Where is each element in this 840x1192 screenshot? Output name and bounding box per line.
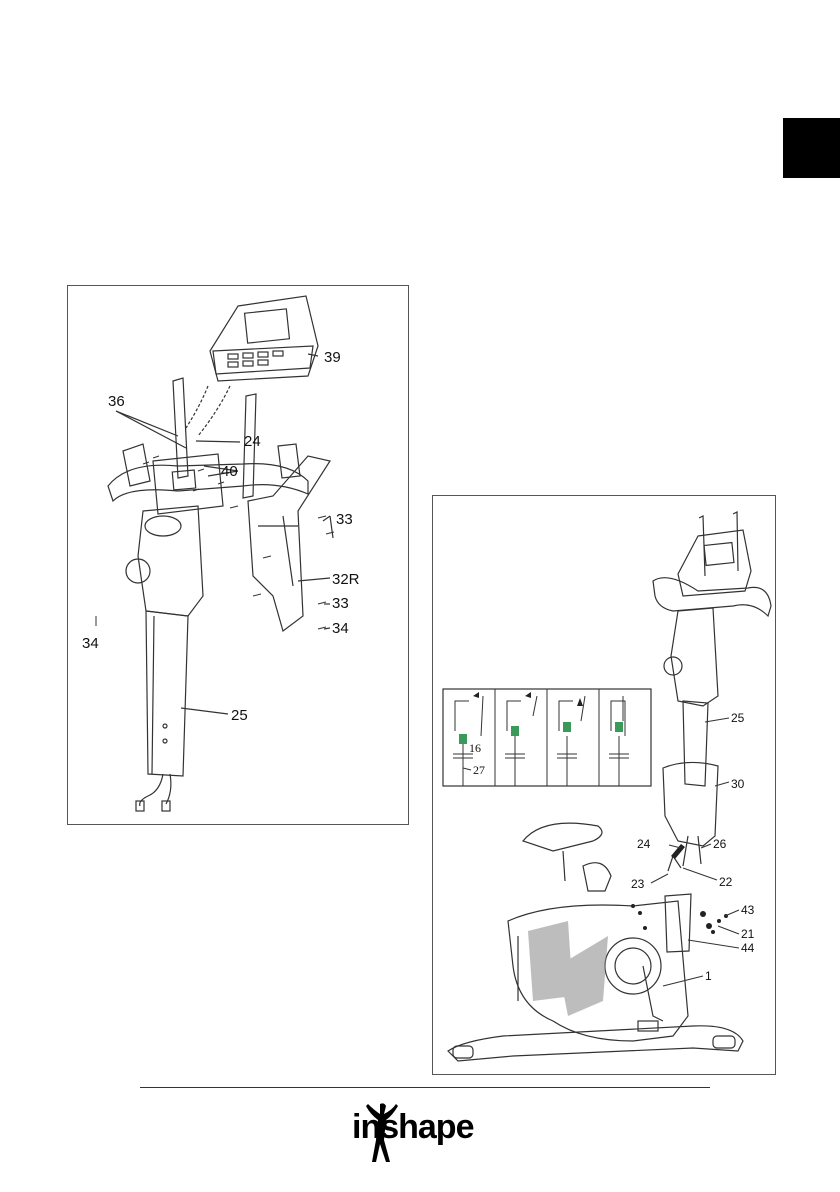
- label-25: 25: [731, 711, 745, 725]
- tension-knob: [126, 559, 150, 583]
- bike-mast-tube: [683, 701, 708, 786]
- bike-base: [448, 1026, 743, 1061]
- label-36: 36: [108, 393, 125, 410]
- brand-logo: inshape: [350, 1100, 490, 1170]
- label-25: 25: [231, 707, 248, 724]
- mast-head: [138, 506, 203, 616]
- label-26: 26: [713, 837, 727, 851]
- console-screen: [245, 309, 290, 343]
- label-44: 44: [741, 941, 755, 955]
- bike-seat: [523, 823, 602, 851]
- footer-divider: [140, 1087, 710, 1088]
- label-39: 39: [324, 349, 341, 366]
- rear-cover: [248, 456, 330, 631]
- brand-logo-text: inshape: [352, 1108, 473, 1147]
- section-tab-marker: [783, 118, 840, 178]
- wire-connection-inset: 16 27: [443, 689, 651, 786]
- label-1: 1: [705, 969, 712, 983]
- handlebar: [108, 464, 308, 501]
- label-34-right: 34: [332, 620, 349, 637]
- assembly-figure-full-bike: 16 27: [432, 495, 776, 1075]
- inset-label-16: 16: [469, 741, 481, 755]
- label-43: 43: [741, 903, 755, 917]
- label-23: 23: [631, 877, 645, 891]
- label-24: 24: [244, 433, 261, 450]
- label-32r: 32R: [332, 571, 360, 588]
- label-33-top: 33: [336, 511, 353, 528]
- label-22: 22: [719, 875, 733, 889]
- label-34-left: 34: [82, 635, 99, 652]
- label-21: 21: [741, 927, 755, 941]
- inset-label-27: 27: [473, 763, 485, 777]
- assembly-figure-console-mast: 39 36 24 40 33 32R 33 34 34 25: [67, 285, 409, 825]
- console-mast-drawing: 39 36 24 40 33 32R 33 34 34 25: [68, 286, 408, 824]
- full-bike-drawing: 16 27: [433, 496, 775, 1074]
- bike-handlebar: [653, 578, 771, 616]
- flywheel-cover: [605, 938, 661, 994]
- label-24: 24: [637, 837, 651, 851]
- label-30: 30: [731, 777, 745, 791]
- label-40: 40: [221, 463, 238, 480]
- label-33-bottom: 33: [332, 595, 349, 612]
- bike-cover: [663, 762, 718, 846]
